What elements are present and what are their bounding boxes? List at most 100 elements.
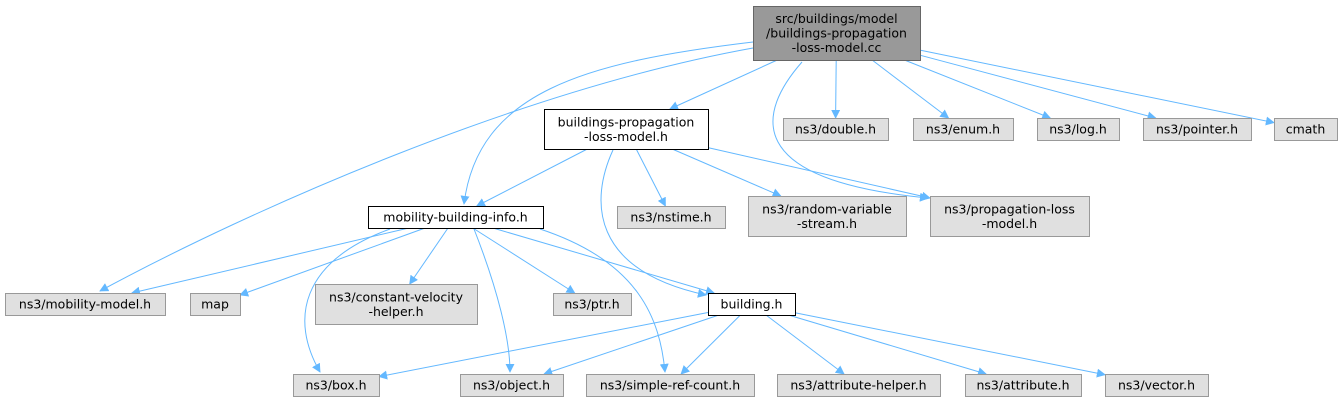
node-enum: ns3/enum.h — [913, 118, 1014, 141]
node-box — [1274, 118, 1338, 141]
node-rvs: ns3/random-variable-stream.h — [748, 196, 907, 237]
node-label-line: -loss-model.h — [584, 129, 668, 144]
edge-bplm-to-building — [600, 149, 707, 298]
node-root[interactable]: src/buildings/model/buildings-propagatio… — [753, 6, 921, 61]
node-label-line: buildings-propagation — [558, 114, 695, 129]
edge-root-to-mbi — [460, 41, 754, 205]
node-label-line: ns3/enum.h — [926, 122, 1000, 137]
node-label-line: ns3/simple-ref-count.h — [600, 378, 740, 393]
node-label-line: ns3/constant-velocity — [329, 289, 464, 304]
edge-root-to-enum — [871, 59, 950, 119]
node-box — [748, 196, 907, 237]
edge-bplm-to-nstime — [635, 148, 666, 207]
node-box — [930, 196, 1090, 237]
edge-bplm-to-mbi — [476, 148, 588, 207]
edge-building-to-src — [680, 314, 741, 375]
node-cvh: ns3/constant-velocity-helper.h — [315, 284, 478, 325]
edge-building-to-vector — [794, 312, 1106, 378]
node-pointer: ns3/pointer.h — [1143, 118, 1252, 141]
node-box — [1143, 118, 1252, 141]
node-label-line: ns3/object.h — [473, 378, 550, 393]
node-mm: ns3/mobility-model.h — [5, 293, 166, 316]
node-box — [368, 206, 544, 229]
node-box — [965, 374, 1082, 397]
node-label-line: map — [201, 297, 229, 312]
edge-mbi-to-box — [304, 228, 391, 373]
edge-root-to-bplm — [669, 59, 778, 110]
node-ah: ns3/attribute-helper.h — [777, 374, 941, 397]
node-double: ns3/double.h — [783, 118, 889, 141]
node-ptr: ns3/ptr.h — [553, 293, 632, 316]
node-label-line: ns3/random-variable — [762, 201, 892, 216]
node-box — [913, 118, 1014, 141]
node-label-line: ns3/log.h — [1049, 122, 1107, 137]
edge-mbi-to-src — [539, 228, 669, 373]
edge-root-to-plm — [772, 61, 929, 202]
node-label-line: ns3/pointer.h — [1156, 122, 1238, 137]
node-mbi[interactable]: mobility-building-info.h — [368, 206, 544, 229]
node-label-line: ns3/attribute-helper.h — [790, 378, 926, 393]
edge-bplm-to-plm — [707, 147, 931, 201]
node-label-line: ns3/nstime.h — [630, 210, 711, 225]
edge-mbi-to-mm — [130, 227, 409, 296]
node-box — [753, 6, 921, 61]
node-label-line: cmath — [1286, 122, 1326, 137]
node-label-line: -model.h — [982, 216, 1037, 231]
node-attr: ns3/attribute.h — [965, 374, 1082, 397]
node-box — [777, 374, 941, 397]
edge-root-to-cmath — [919, 49, 1275, 126]
node-src: ns3/simple-ref-count.h — [586, 374, 755, 397]
edge-building-to-attr — [788, 314, 987, 376]
node-box — [586, 374, 755, 397]
node-box — [1037, 118, 1120, 141]
node-map: map — [190, 293, 241, 316]
node-plm: ns3/propagation-loss-model.h — [930, 196, 1090, 237]
node-nstime: ns3/nstime.h — [617, 206, 726, 229]
node-label-line: src/buildings/model — [775, 11, 897, 26]
node-box — [544, 109, 709, 150]
node-box — [315, 284, 478, 325]
node-box — [617, 206, 726, 229]
nodes-layer: src/buildings/model/buildings-propagatio… — [5, 6, 1338, 397]
node-label-line: ns3/ptr.h — [564, 297, 619, 312]
edge-root-to-log — [904, 59, 1052, 120]
node-label-line: ns3/propagation-loss — [944, 201, 1075, 216]
edge-root-to-mm — [99, 47, 754, 292]
edges-layer — [99, 41, 1275, 380]
node-box — [783, 118, 889, 141]
node-label-line: -helper.h — [368, 304, 423, 319]
node-box: ns3/box.h — [293, 374, 380, 397]
node-label-line: ns3/mobility-model.h — [19, 297, 151, 312]
node-vector: ns3/vector.h — [1105, 374, 1209, 397]
node-label-line: ns3/vector.h — [1118, 378, 1195, 393]
node-bplm[interactable]: buildings-propagation-loss-model.h — [544, 109, 709, 150]
edge-building-to-object — [543, 314, 720, 376]
edge-root-to-pointer — [919, 54, 1157, 121]
node-label-line: building.h — [721, 297, 783, 312]
node-box — [708, 293, 796, 316]
node-label-line: -stream.h — [797, 216, 857, 231]
node-label-line: -loss-model.cc — [792, 40, 882, 55]
node-label-line: ns3/box.h — [305, 378, 366, 393]
node-box — [190, 293, 241, 316]
edge-mbi-to-building — [492, 227, 715, 296]
node-log: ns3/log.h — [1037, 118, 1120, 141]
node-box — [460, 374, 564, 397]
node-label-line: mobility-building-info.h — [383, 210, 527, 225]
edge-building-to-ah — [765, 314, 845, 375]
node-cmath: cmath — [1274, 118, 1338, 141]
node-object: ns3/object.h — [460, 374, 564, 397]
edge-building-to-box — [378, 312, 709, 380]
node-box — [293, 374, 380, 397]
node-label-line: ns3/double.h — [795, 122, 876, 137]
edge-mbi-to-cvh — [409, 227, 449, 285]
edge-bplm-to-rvs — [672, 148, 782, 197]
node-box — [553, 293, 632, 316]
node-building[interactable]: building.h — [708, 293, 796, 316]
node-box — [5, 293, 166, 316]
edge-mbi-to-object — [473, 228, 515, 373]
edge-mbi-to-ptr — [472, 227, 576, 294]
edge-root-to-double — [831, 59, 841, 119]
node-label-line: /buildings-propagation — [766, 26, 907, 41]
